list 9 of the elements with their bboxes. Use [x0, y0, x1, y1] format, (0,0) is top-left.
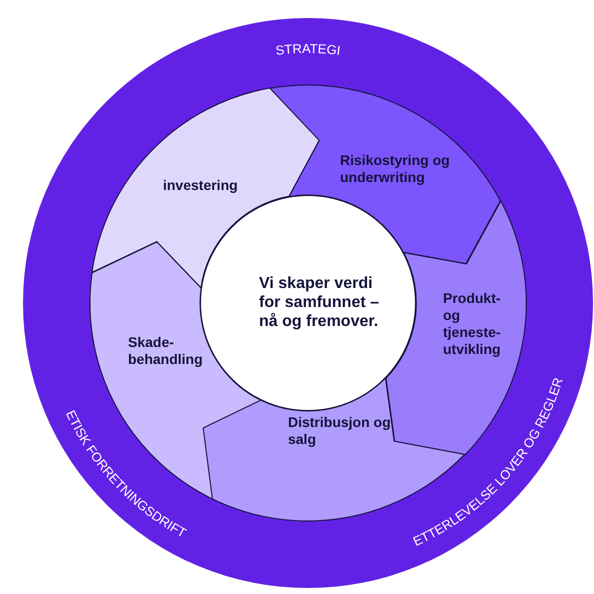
- segment-label: Risikostyring og underwriting: [340, 152, 451, 186]
- cycle-arrow-segment: [270, 85, 500, 264]
- segment-label: Distribusjon og salg: [288, 414, 392, 448]
- outer-ring-band: [23, 18, 593, 588]
- segment-label: investering: [162, 176, 239, 194]
- center-text: Vi skaper verdi for samfunnet – nå og fremover.: [259, 274, 380, 331]
- ring-label: STRATEGI: [274, 40, 342, 58]
- segment-label: Skade- behandling: [128, 334, 204, 368]
- segment-label: Produkt- og tjeneste- utvikling: [442, 290, 502, 358]
